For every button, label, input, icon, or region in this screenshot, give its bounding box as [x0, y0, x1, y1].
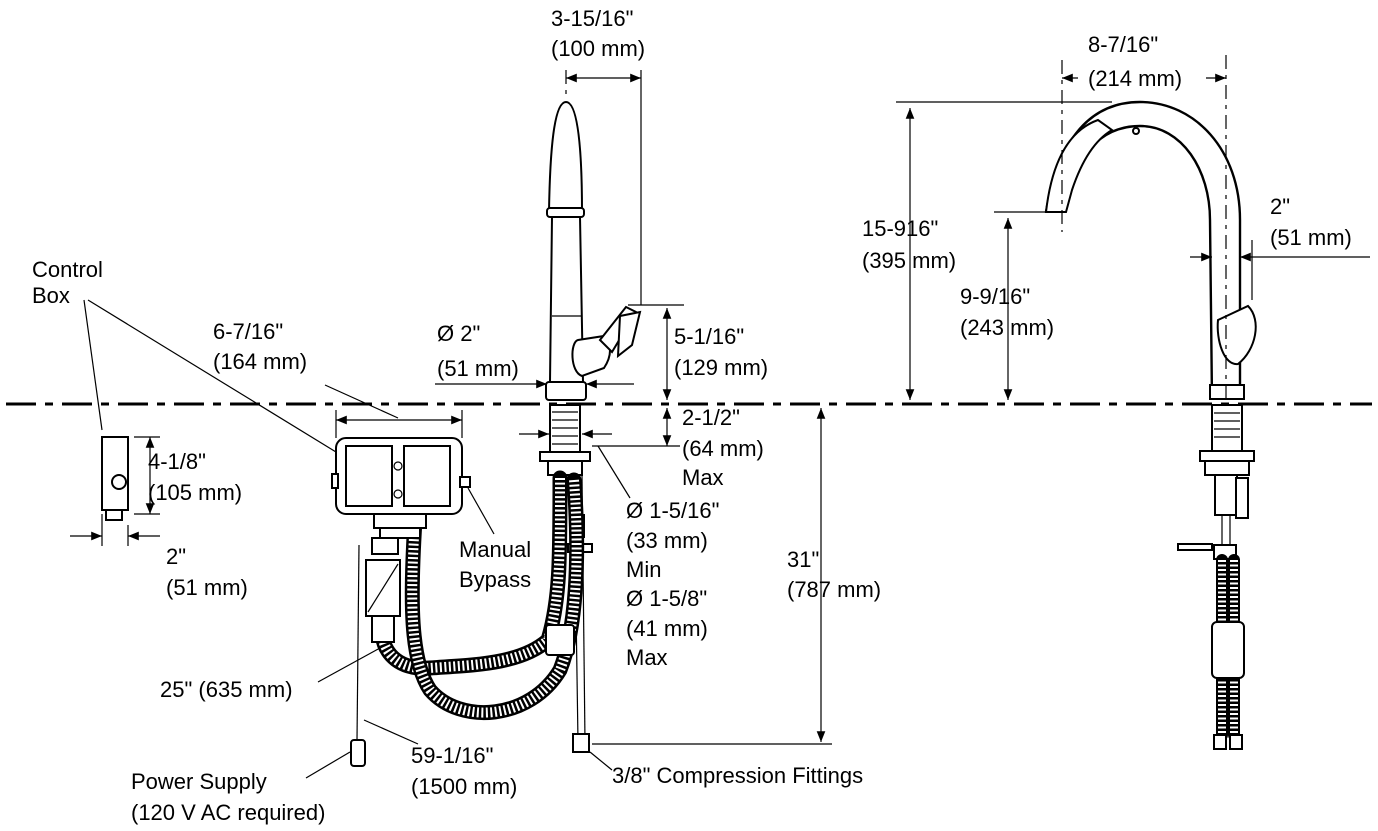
- spout-clearance-imperial: 9-9/16": [960, 284, 1030, 309]
- overall-height-imperial: 15-916": [862, 216, 938, 241]
- manual-bypass-line2: Bypass: [459, 567, 531, 592]
- dimension-lines: [70, 55, 1370, 779]
- handle-height-imperial: 5-1/16": [674, 324, 744, 349]
- spout-offset-imperial: 2": [1270, 194, 1290, 219]
- control-box-side: [101, 436, 129, 521]
- spout-reach-side-metric: (214 mm): [1088, 66, 1182, 91]
- power-cord-imperial: 59-1/16": [411, 743, 493, 768]
- braided-hoses: [374, 470, 585, 721]
- overall-height-metric: (395 mm): [862, 248, 956, 273]
- hole-max-qualifier: Max: [626, 645, 668, 670]
- base-diameter-imperial: Ø 2": [437, 321, 480, 346]
- control-box-label-line2: Box: [32, 283, 70, 308]
- deck-thickness-imperial: 2-1/2": [682, 405, 740, 430]
- spout-reach-front-imperial: 3-15/16": [551, 6, 633, 31]
- spout-reach-side-imperial: 8-7/16": [1088, 32, 1158, 57]
- spout-reach-side-label-bg: [1078, 66, 1206, 90]
- control-box-height-metric: (105 mm): [148, 480, 242, 505]
- control-box-front: [331, 437, 471, 767]
- handle-height-metric: (129 mm): [674, 355, 768, 380]
- control-box-depth-imperial: 2": [166, 544, 186, 569]
- deck-thickness-metric: (64 mm): [682, 436, 764, 461]
- hole-min-imperial: Ø 1-5/16": [626, 498, 719, 523]
- control-box-depth-metric: (51 mm): [166, 575, 248, 600]
- spout-reach-front-metric: (100 mm): [551, 36, 645, 61]
- hole-max-imperial: Ø 1-5/8": [626, 586, 707, 611]
- spout-clearance-metric: (243 mm): [960, 315, 1054, 340]
- control-box-width-imperial: 6-7/16": [213, 319, 283, 344]
- spout-offset-metric: (51 mm): [1270, 225, 1352, 250]
- power-supply-line1: Power Supply: [131, 769, 267, 794]
- base-diameter-metric: (51 mm): [437, 356, 519, 381]
- hose-length-label: 25" (635 mm): [160, 677, 293, 702]
- control-box-width-metric: (164 mm): [213, 349, 307, 374]
- deck-thickness-qualifier: Max: [682, 465, 724, 490]
- manual-bypass-line1: Manual: [459, 537, 531, 562]
- below-deck-metric: (787 mm): [787, 577, 881, 602]
- power-supply-line2: (120 V AC required): [131, 800, 325, 825]
- hole-min-qualifier: Min: [626, 557, 661, 582]
- compression-fittings-label: 3/8" Compression Fittings: [612, 763, 863, 788]
- hole-min-metric: (33 mm): [626, 528, 708, 553]
- side-faucet-drawing: [1044, 100, 1257, 750]
- control-box-label-line1: Control: [32, 257, 103, 282]
- control-box-height-imperial: 4-1/8": [148, 449, 206, 474]
- power-cord-metric: (1500 mm): [411, 774, 517, 799]
- below-deck-imperial: 31": [787, 547, 819, 572]
- hole-max-metric: (41 mm): [626, 616, 708, 641]
